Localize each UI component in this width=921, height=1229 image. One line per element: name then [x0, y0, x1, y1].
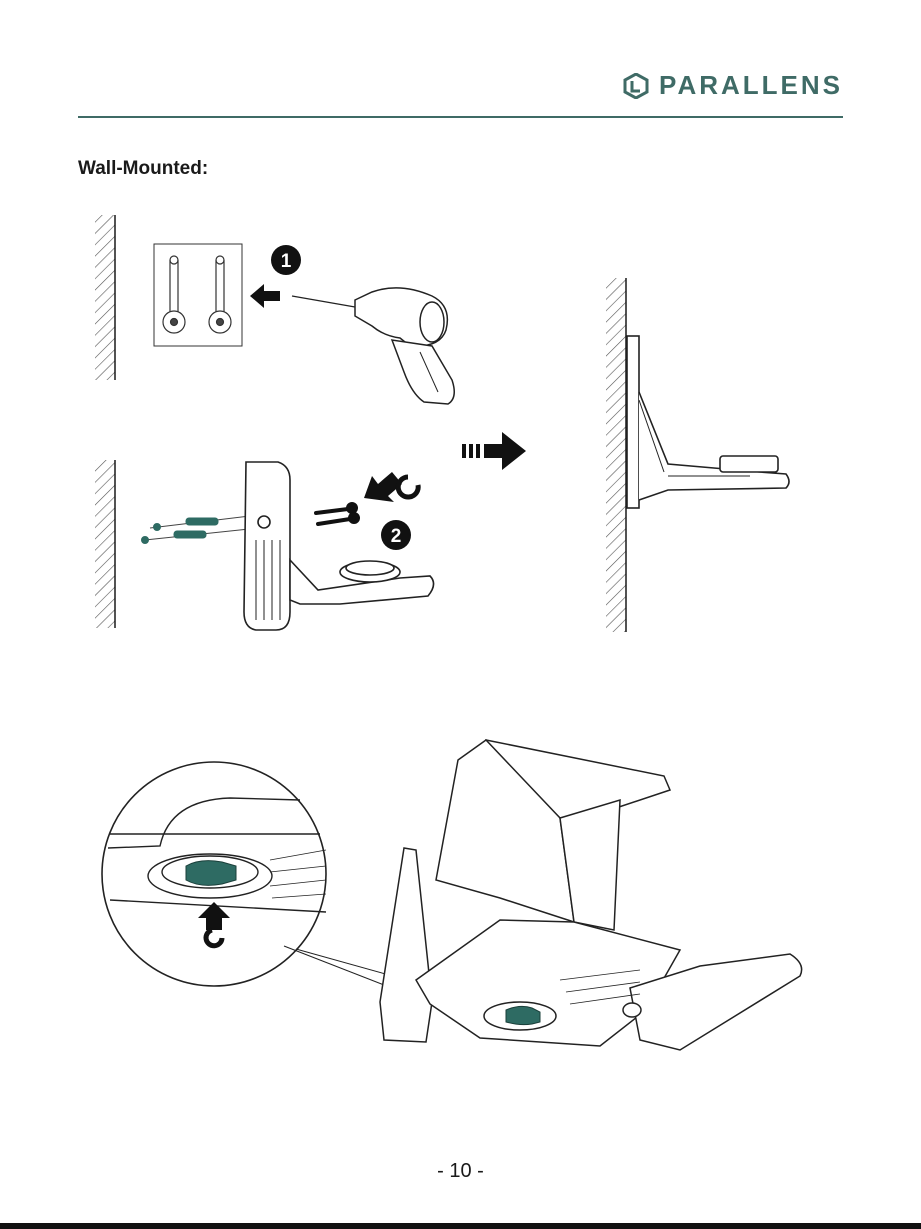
mounting-screws [316, 504, 358, 524]
template-keyhole-right [209, 256, 231, 333]
stand-top-plate [486, 740, 670, 818]
stand-knob [506, 1006, 540, 1024]
zoom-callout-circle [102, 762, 326, 986]
section-title-colon: : [202, 158, 208, 179]
parallens-logo-icon [623, 73, 649, 99]
brand-logo: PARALLENS [623, 70, 843, 101]
result-arrow-icon [462, 432, 526, 470]
wall-hatch-2 [95, 460, 115, 628]
brand-name: PARALLENS [659, 70, 843, 101]
stand-foot [630, 954, 802, 1050]
section-title-text: Wall-Mounted [78, 158, 202, 179]
mounted-result-illustration [606, 278, 789, 632]
mounted-bracket [627, 336, 789, 508]
wall-anchors [142, 515, 259, 544]
step-badge-1 [271, 245, 301, 275]
callout-line-top [296, 949, 486, 1002]
step-1-illustration: 1 [95, 215, 454, 404]
section-title: Wall-Mounted: [78, 158, 208, 180]
drill-template [154, 244, 242, 346]
stand-side-panel [560, 800, 620, 930]
wall-bracket [244, 462, 434, 630]
stand-column [436, 740, 574, 922]
wall-hatch-3 [606, 278, 626, 632]
rotate-knob-icon [206, 930, 222, 946]
page-number: - 10 - [0, 1160, 921, 1183]
drill-icon [292, 288, 454, 404]
detail-zoom-illustration [102, 762, 486, 1024]
wall-hatch-1 [95, 215, 115, 380]
step-number-2: 2 [391, 526, 402, 547]
arrow-screw-icon [364, 472, 402, 502]
step-number-1: 1 [281, 251, 292, 272]
stand-base [416, 920, 680, 1046]
callout-line-bottom [284, 946, 484, 1024]
step-badge-2 [381, 520, 411, 550]
header-rule [78, 116, 843, 118]
page-header: PARALLENS [78, 60, 843, 118]
stand-back-plate [380, 848, 432, 1042]
bottom-bar [0, 1223, 921, 1229]
stand-knob-ring [484, 1002, 556, 1030]
zoom-knob [186, 861, 236, 886]
push-up-arrow-icon [198, 902, 230, 930]
template-keyhole-left [163, 256, 185, 333]
stand-underside-illustration [380, 740, 802, 1050]
step-2-illustration: 2 [95, 460, 434, 630]
arrow-left-icon [250, 284, 280, 308]
rotate-clockwise-icon [398, 477, 418, 497]
zoom-detail-bracket [108, 798, 326, 912]
